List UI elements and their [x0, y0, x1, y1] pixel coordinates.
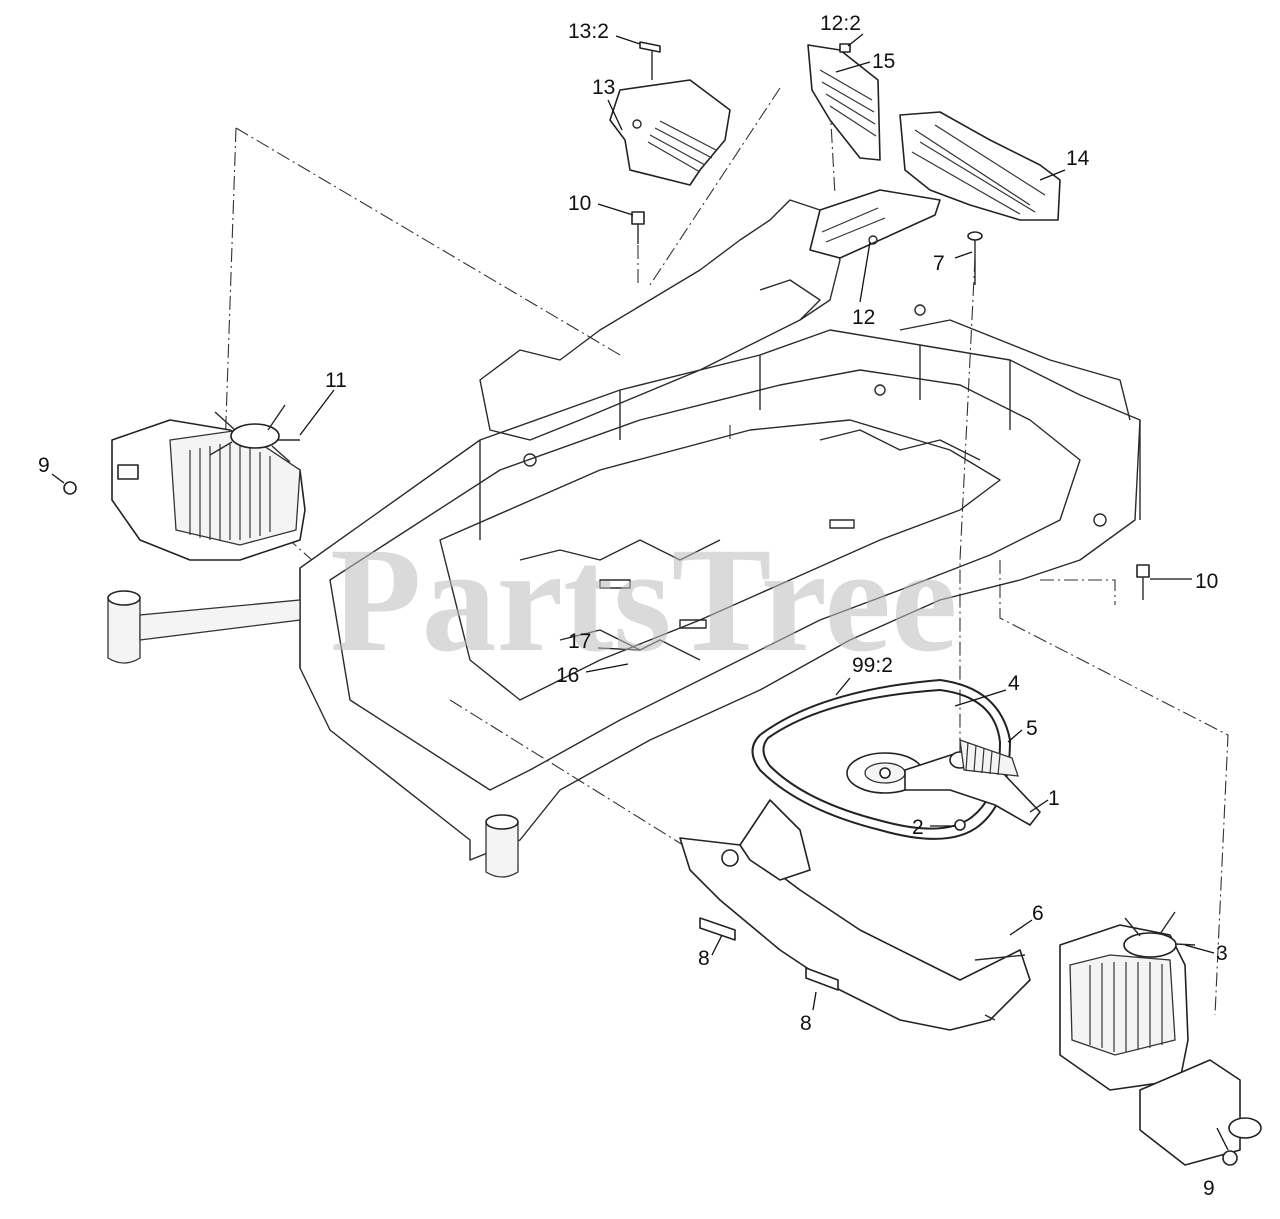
- screw-12-2: [839, 43, 851, 53]
- callout-8-bottom: 8: [800, 1012, 812, 1035]
- callout-11: 11: [325, 369, 347, 392]
- shield-14: [899, 111, 1061, 221]
- callout-4: 4: [1008, 672, 1020, 695]
- leader-lines: [51, 33, 1229, 1151]
- callout-12-2: 12:2: [820, 12, 861, 35]
- spring: [959, 739, 1019, 777]
- callout-17: 17: [568, 630, 591, 653]
- callout-8-left: 8: [698, 947, 710, 970]
- shield-15: [807, 44, 881, 161]
- drive-belt: [751, 678, 1012, 840]
- callout-9-bottom: 9: [1203, 1177, 1215, 1200]
- shield-13: [609, 79, 731, 186]
- callout-99-2: 99:2: [852, 654, 893, 677]
- callout-15: 15: [872, 50, 895, 73]
- hydro-pump-left: [63, 404, 306, 561]
- callout-labels: 13:2 12:2 15 13 14 10 7 12 11 9 10 17 16…: [38, 12, 1228, 1200]
- bolt-7: [967, 231, 983, 285]
- callout-10-top: 10: [568, 192, 591, 215]
- callout-9-left: 9: [38, 454, 50, 477]
- callout-14: 14: [1066, 147, 1090, 170]
- nut-2: [954, 819, 966, 831]
- callout-6: 6: [1032, 902, 1044, 925]
- callout-16: 16: [556, 664, 579, 687]
- bolt-10-right: [1136, 564, 1150, 600]
- shield-12: [809, 189, 941, 259]
- callout-2: 2: [912, 816, 924, 839]
- callout-10-right: 10: [1195, 570, 1218, 593]
- hydro-pump-right: [1059, 911, 1262, 1166]
- callout-13-2: 13:2: [568, 20, 609, 43]
- pin-8-left: [699, 917, 736, 941]
- callout-12: 12: [852, 306, 875, 329]
- mower-frame: [107, 199, 1141, 878]
- pin-8-bottom: [805, 967, 839, 991]
- callout-1: 1: [1048, 787, 1060, 810]
- screw-13-2: [639, 41, 661, 80]
- callout-7: 7: [933, 252, 945, 275]
- callout-3: 3: [1216, 942, 1228, 965]
- pump-mount-bracket: [679, 799, 1031, 1031]
- callout-5: 5: [1026, 717, 1038, 740]
- bolt-10-top: [631, 211, 645, 244]
- watermark: PartsTree: [330, 517, 957, 683]
- callout-13: 13: [592, 76, 615, 99]
